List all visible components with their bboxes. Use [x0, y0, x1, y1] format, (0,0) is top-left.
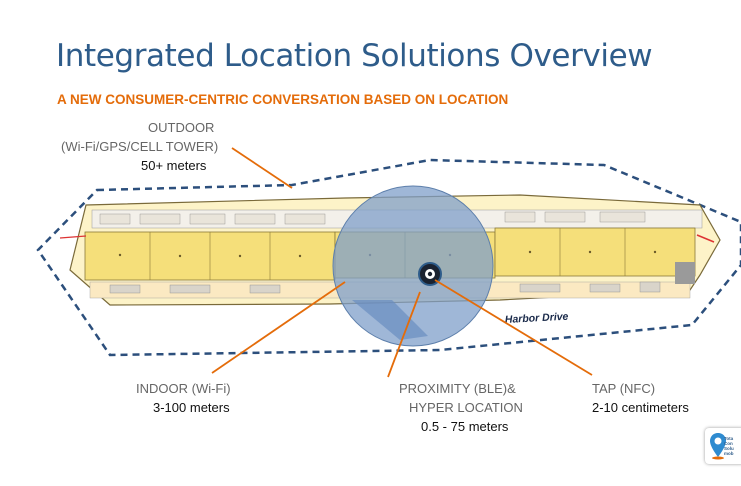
outdoor-range: 50+ meters	[141, 158, 207, 173]
proximity-pointer	[387, 291, 421, 378]
company-logo	[705, 428, 741, 464]
exhibit-hall	[494, 227, 696, 277]
indoor-pointer	[211, 281, 346, 374]
outdoor-pointer	[231, 147, 293, 189]
indoor-range: 3-100 meters	[153, 400, 230, 415]
street-label: Harbor Drive	[505, 311, 569, 326]
page-subtitle: A NEW CONSUMER-CENTRIC CONVERSATION BASE…	[57, 92, 509, 107]
outdoor-boundary	[36, 158, 741, 357]
tap-label: TAP (NFC)	[592, 381, 656, 396]
page-title: Integrated Location Solutions Overview	[56, 38, 653, 74]
outdoor-label: OUTDOOR	[148, 120, 215, 135]
location-pin-icon	[710, 433, 726, 460]
tap-pointer	[434, 279, 593, 376]
indoor-label: INDOOR (Wi-Fi)	[136, 381, 231, 396]
proximity-label: PROXIMITY (BLE)&	[399, 381, 516, 396]
hyper-location-label: HYPER LOCATION	[409, 400, 523, 415]
outdoor-sub-label: (Wi-Fi/GPS/CELL TOWER)	[61, 139, 219, 154]
tap-range: 2-10 centimeters	[592, 400, 689, 415]
hyper-location-strip	[352, 300, 428, 340]
proximity-range: 0.5 - 75 meters	[421, 419, 509, 434]
